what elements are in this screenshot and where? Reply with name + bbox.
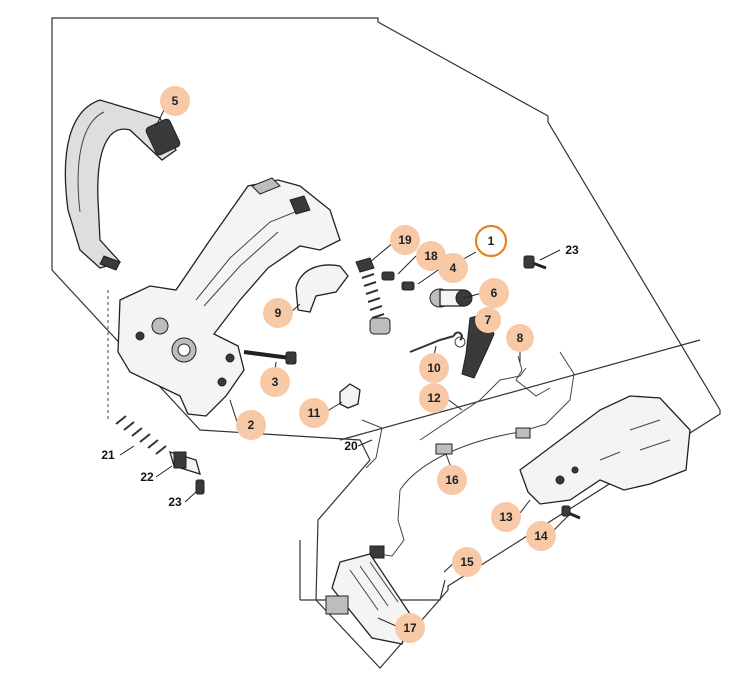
callout-6[interactable]: 6 [479, 278, 509, 308]
callout-20-label[interactable]: 20 [344, 439, 358, 453]
handle-cover [519, 395, 691, 505]
callout-4[interactable]: 4 [438, 253, 468, 283]
callout-16[interactable]: 16 [437, 465, 467, 495]
callout-17[interactable]: 17 [395, 613, 425, 643]
rear-handle-housing [117, 177, 341, 417]
callout-3-label: 3 [272, 375, 279, 389]
callout-2-label: 2 [248, 418, 255, 432]
small-screws [381, 271, 415, 291]
callout-23-bottom-label[interactable]: 23 [168, 495, 182, 509]
callout-13-label: 13 [499, 510, 513, 524]
switch-assembly [325, 553, 411, 645]
wiring-harness [369, 351, 575, 559]
callout-12[interactable]: 12 [419, 383, 449, 413]
throttle-rod [419, 367, 527, 441]
long-screw [243, 350, 297, 365]
callout-22-label[interactable]: 22 [140, 470, 154, 484]
spring-clip [515, 355, 551, 397]
callout-5[interactable]: 5 [160, 86, 190, 116]
callout-15[interactable]: 15 [452, 547, 482, 577]
callout-14-label: 14 [534, 529, 548, 543]
front-handlebar [64, 99, 181, 271]
callout-15-label: 15 [460, 555, 474, 569]
top-screw [523, 255, 547, 270]
assembly-boundary [51, 17, 721, 669]
callout-10-label: 10 [427, 361, 441, 375]
callout-14[interactable]: 14 [526, 521, 556, 551]
callout-21-label[interactable]: 21 [101, 448, 115, 462]
callout-10[interactable]: 10 [419, 353, 449, 383]
callout-18[interactable]: 18 [416, 241, 446, 271]
callout-11-label: 11 [308, 406, 321, 420]
bottom-screw [195, 479, 205, 495]
spring-mount [169, 451, 201, 475]
callout-7-label: 7 [485, 313, 492, 327]
callout-19-label: 19 [398, 233, 412, 247]
buffer-spring [115, 415, 167, 455]
callout-9-label: 9 [275, 306, 282, 320]
callout-7[interactable]: 7 [475, 307, 501, 333]
throttle-trigger [295, 264, 349, 313]
callout-2[interactable]: 2 [236, 410, 266, 440]
callout-8-label: 8 [517, 331, 524, 345]
spring-sleeve [355, 257, 391, 335]
callout-1[interactable]: 1 [474, 224, 508, 258]
callout-5-label: 5 [172, 94, 179, 108]
callout-6-label: 6 [491, 286, 498, 300]
callout-16-label: 16 [445, 473, 459, 487]
callout-1-label: 1 [488, 234, 495, 248]
clamp-part [339, 383, 361, 409]
callout-23-top-label[interactable]: 23 [565, 243, 579, 257]
callout-12-label: 12 [427, 391, 441, 405]
callout-17-label: 17 [403, 621, 417, 635]
cover-screw [561, 505, 581, 520]
callout-11[interactable]: 11 [299, 398, 329, 428]
callout-4-label: 4 [450, 261, 457, 275]
torsion-spring [409, 331, 463, 353]
callout-18-label: 18 [424, 249, 438, 263]
callout-8[interactable]: 8 [506, 324, 534, 352]
callout-19[interactable]: 19 [390, 225, 420, 255]
callout-13[interactable]: 13 [491, 502, 521, 532]
wire-clip [361, 419, 383, 469]
callout-9[interactable]: 9 [263, 298, 293, 328]
callout-3[interactable]: 3 [260, 367, 290, 397]
